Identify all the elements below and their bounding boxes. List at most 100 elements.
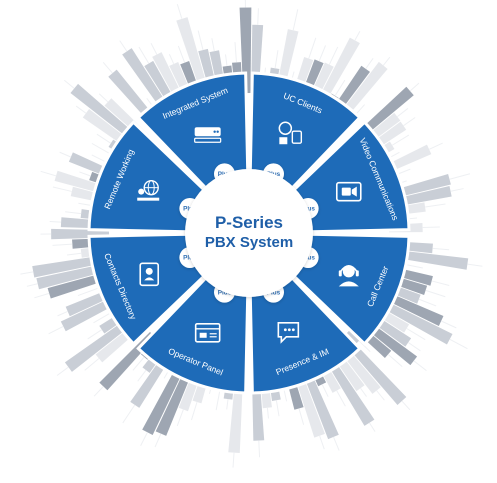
background-ray bbox=[138, 46, 150, 64]
background-ray bbox=[450, 188, 464, 192]
background-ray bbox=[34, 292, 50, 299]
background-ray bbox=[376, 390, 385, 401]
background-ray bbox=[154, 433, 162, 448]
background-ray bbox=[59, 151, 72, 158]
chat-bubbles-icon bbox=[277, 321, 300, 344]
background-ray bbox=[321, 384, 329, 397]
background-ray bbox=[333, 436, 340, 451]
background-ray bbox=[354, 31, 361, 41]
background-ray bbox=[409, 82, 420, 92]
background-ray bbox=[275, 400, 280, 417]
background-ray bbox=[428, 142, 443, 150]
devices-icon bbox=[278, 121, 303, 145]
background-ray bbox=[408, 342, 421, 352]
background-ray bbox=[75, 105, 87, 114]
background-ray bbox=[391, 134, 410, 146]
background-ray bbox=[48, 325, 64, 335]
background-ray bbox=[176, 4, 183, 19]
background-ray bbox=[56, 366, 69, 376]
background-ray bbox=[418, 298, 437, 307]
background-ray bbox=[102, 61, 113, 74]
background-ray bbox=[258, 440, 261, 458]
background-ray bbox=[413, 360, 427, 372]
background-ray bbox=[190, 401, 198, 421]
background-ray bbox=[79, 171, 91, 177]
background-ray bbox=[84, 358, 100, 371]
background-ray bbox=[177, 45, 186, 63]
background-ray bbox=[67, 252, 82, 256]
background-ray bbox=[87, 329, 103, 340]
background-ray bbox=[137, 369, 147, 382]
background-ray bbox=[215, 390, 221, 411]
background-ray bbox=[257, 8, 259, 25]
background-ray bbox=[96, 133, 112, 144]
background-ray bbox=[318, 45, 327, 62]
background-ray bbox=[98, 93, 109, 103]
center-circle bbox=[185, 169, 313, 297]
background-ray bbox=[425, 289, 446, 298]
background-ray bbox=[150, 42, 158, 55]
background-ray bbox=[292, 9, 299, 31]
background-ray bbox=[406, 328, 426, 341]
segment-integrated-system: Integrated System bbox=[136, 71, 250, 191]
background-ray bbox=[65, 211, 82, 215]
background-ray bbox=[422, 226, 440, 229]
background-ray bbox=[431, 280, 450, 287]
background-ray bbox=[441, 320, 457, 329]
background-ray bbox=[93, 386, 104, 397]
video-camera-icon bbox=[335, 181, 362, 202]
background-ray bbox=[360, 387, 367, 397]
background-ray bbox=[232, 452, 235, 468]
background-ray bbox=[308, 37, 317, 59]
background-ray bbox=[432, 247, 450, 251]
background-ray bbox=[91, 142, 111, 155]
background-ray bbox=[266, 407, 269, 419]
background-ray bbox=[93, 312, 111, 324]
address-book-icon bbox=[139, 262, 160, 287]
background-ray bbox=[369, 422, 376, 432]
headset-agent-icon bbox=[338, 265, 359, 287]
globe-workstation-icon bbox=[137, 179, 160, 201]
browser-window-icon bbox=[194, 322, 221, 343]
background-ray bbox=[122, 404, 136, 424]
background-ray bbox=[358, 340, 371, 353]
background-ray bbox=[403, 117, 416, 127]
background-ray bbox=[176, 409, 184, 427]
background-ray bbox=[168, 54, 175, 65]
background-ray bbox=[319, 435, 325, 450]
background-ray bbox=[336, 390, 346, 407]
segment-remote-working: Remote Working bbox=[87, 120, 207, 234]
background-ray bbox=[211, 38, 215, 52]
background-ray bbox=[52, 243, 73, 246]
background-ray bbox=[40, 170, 57, 177]
background-ray bbox=[382, 56, 391, 66]
background-ray bbox=[334, 79, 346, 96]
background-ray bbox=[405, 264, 423, 269]
background-ray bbox=[132, 356, 145, 371]
background-ray bbox=[49, 221, 62, 223]
background-ray bbox=[119, 40, 128, 52]
background-ray bbox=[225, 54, 228, 67]
background-ray bbox=[401, 400, 411, 411]
background-ray bbox=[57, 311, 68, 317]
background-ray bbox=[197, 30, 204, 51]
background-ray bbox=[390, 151, 400, 158]
background-ray bbox=[387, 353, 403, 368]
background-ray bbox=[20, 271, 34, 275]
background-ray bbox=[449, 338, 468, 350]
background-ray bbox=[274, 50, 279, 69]
background-ray bbox=[365, 58, 374, 70]
server-appliance-icon bbox=[194, 127, 222, 143]
plus-badge-label: Plus bbox=[301, 255, 315, 262]
background-ray bbox=[52, 186, 72, 192]
plus-badge-label: Plus bbox=[267, 289, 281, 296]
plus-badge-label: Plus bbox=[218, 289, 232, 296]
center-title-line2: PBX System bbox=[205, 234, 293, 251]
background-ray bbox=[226, 399, 229, 410]
background-ray bbox=[298, 408, 305, 425]
center-title-line1: P-Series bbox=[215, 213, 283, 232]
background-ray bbox=[26, 283, 38, 287]
